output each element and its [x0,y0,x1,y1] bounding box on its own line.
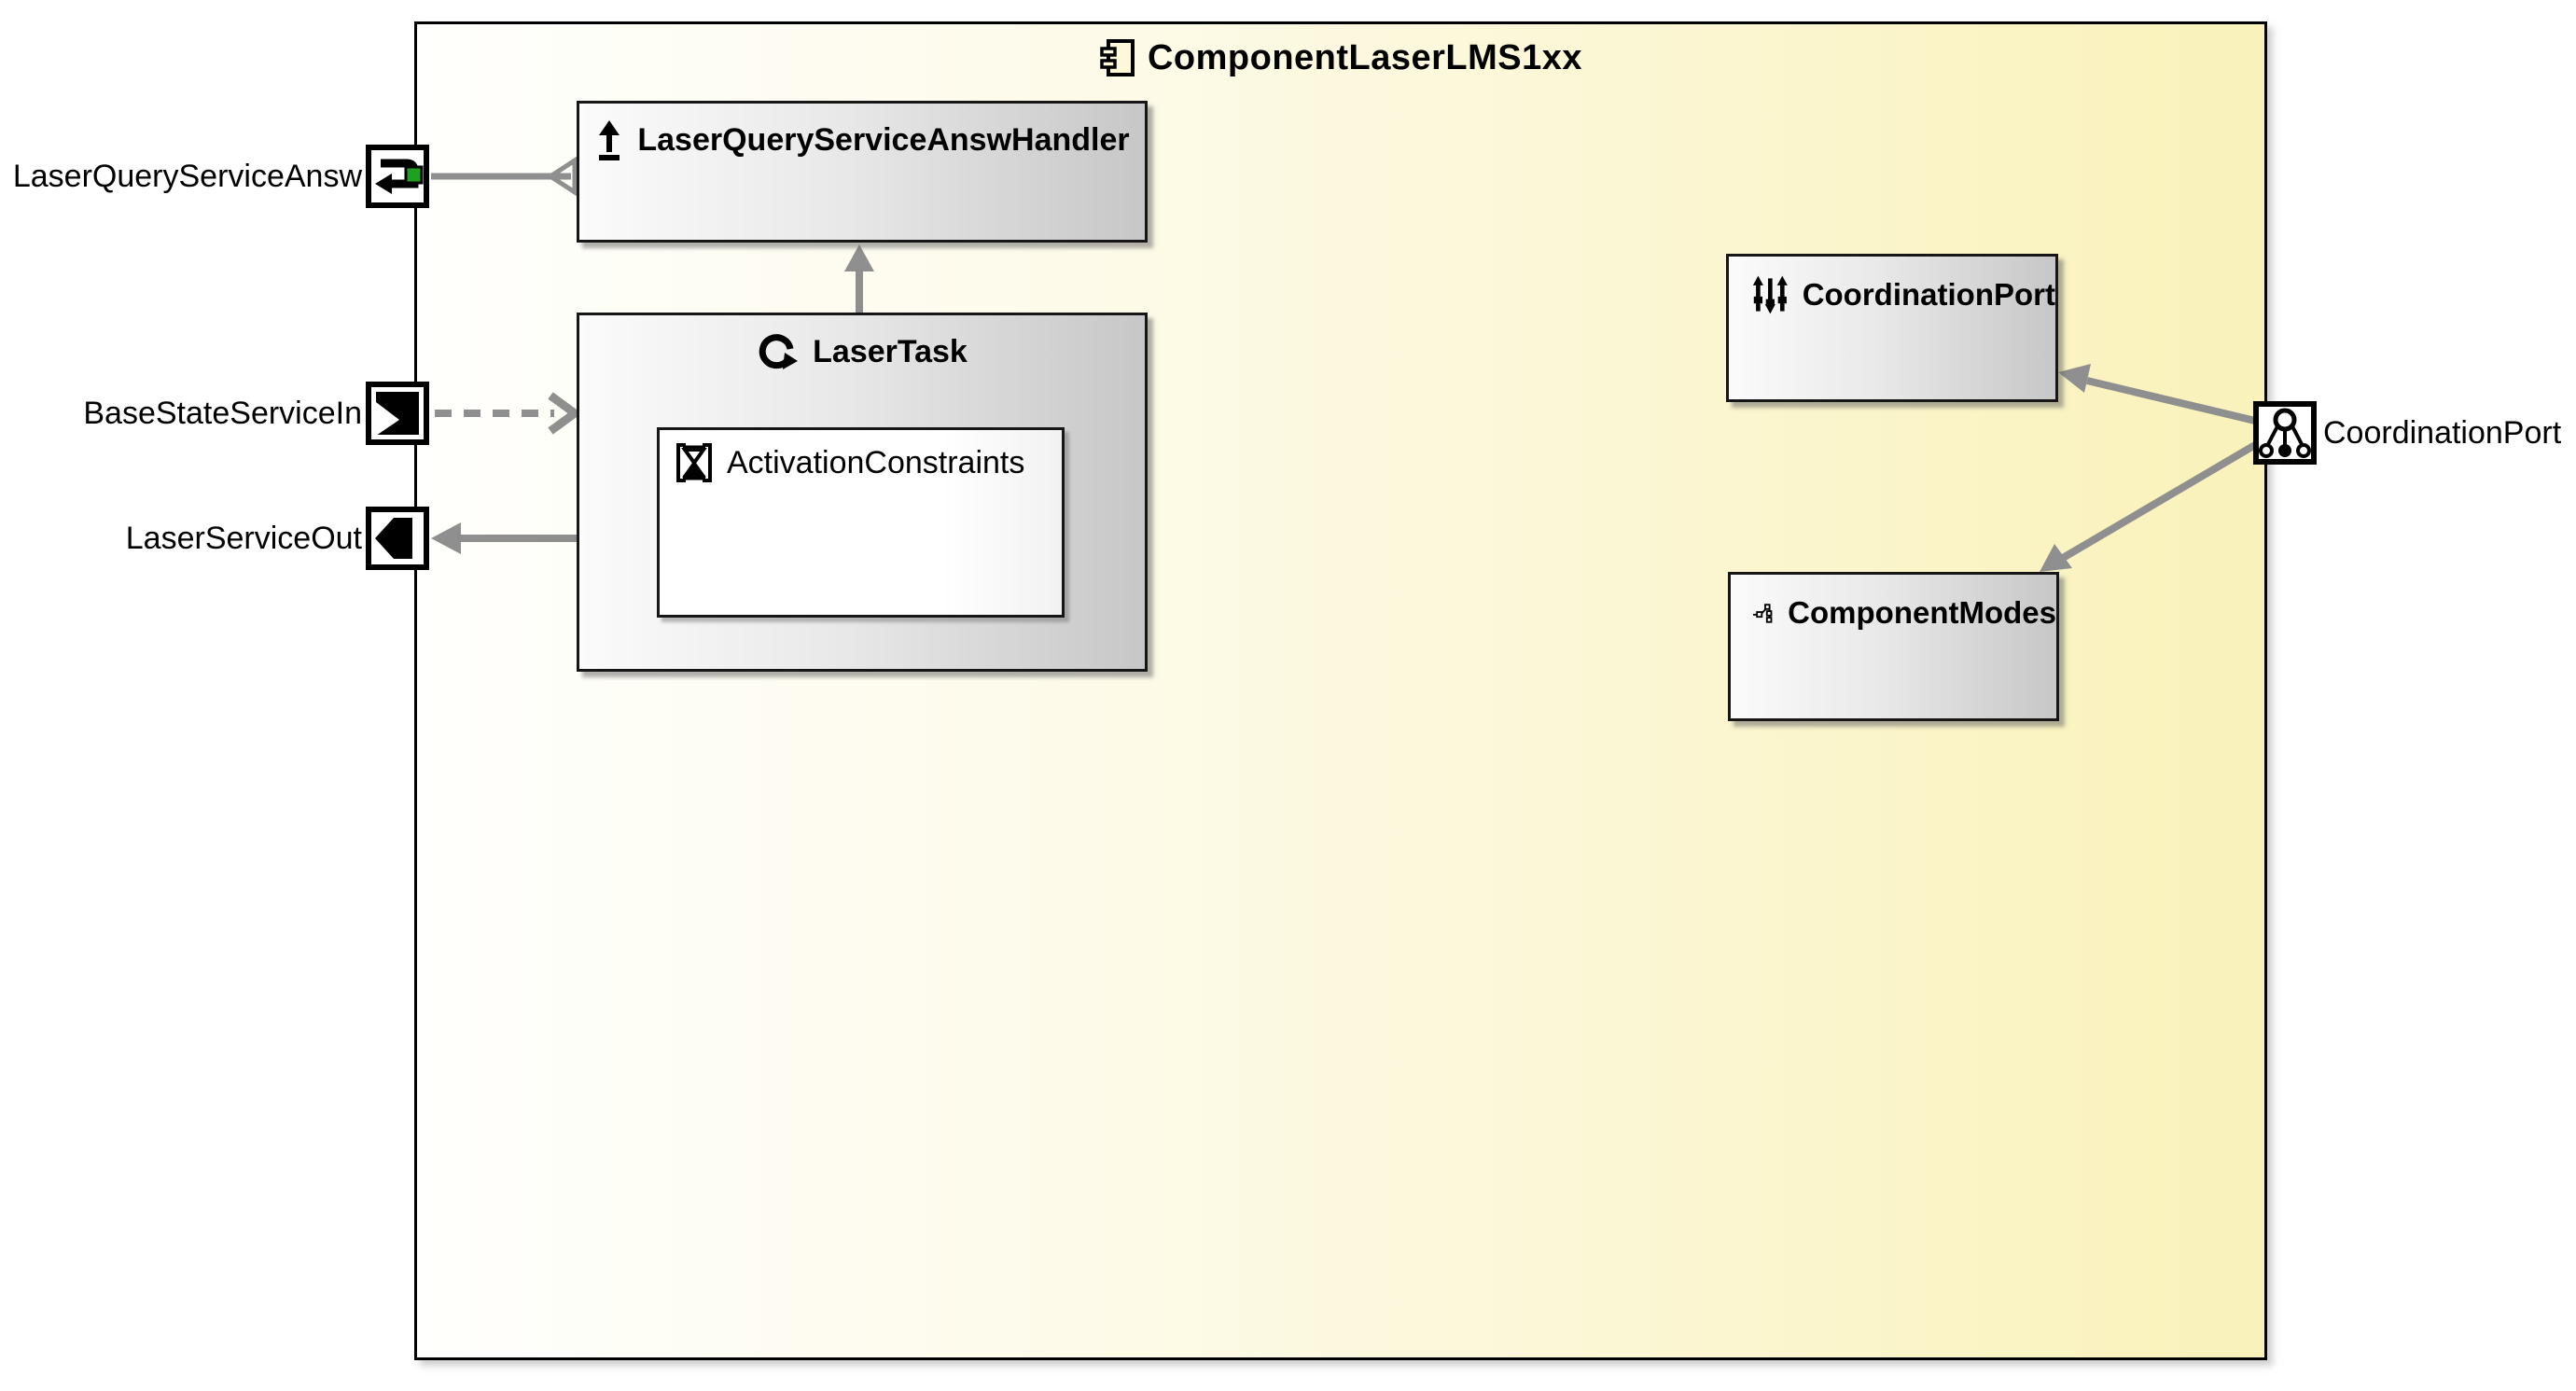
output-pentagon-arrow-icon [375,518,412,559]
port-label-laser-query-answ: LaserQueryServiceAnsw [12,159,362,194]
coordination-tree-icon [2259,408,2311,458]
green-provided-marker [404,165,424,185]
block-label: ActivationConstraints [727,444,1025,480]
block-label: CoordinationPort [1802,277,2055,312]
block-component-modes[interactable]: ComponentModes [1728,572,2059,721]
port-coordination-master[interactable] [2253,401,2317,465]
hourglass-icon [676,443,712,482]
port-label-base-state-in: BaseStateServiceIn [83,396,362,431]
block-label: ComponentModes [1788,595,2056,630]
port-label-coordination: CoordinationPort [2323,415,2562,451]
block-label: LaserQueryServiceAnswHandler [637,121,1130,158]
block-label: LaserTask [813,333,968,369]
block-laser-query-answ-handler[interactable]: LaserQueryServiceAnswHandler [577,101,1148,243]
handler-up-arrow-icon [599,120,620,160]
modes-tree-icon [1753,604,1773,623]
block-activation-constraints[interactable]: ActivationConstraints [657,427,1065,618]
block-coordination-port[interactable]: CoordinationPort [1726,254,2058,402]
port-laser-query-answ[interactable] [366,145,429,208]
component-title: ComponentLaserLMS1xx [1147,37,1583,77]
port-label-laser-out: LaserServiceOut [125,521,362,556]
component-title-row: ComponentLaserLMS1xx [414,34,2267,82]
input-flag-icon [371,387,424,439]
answer-return-arrow-icon [375,159,424,194]
uml-component-icon [1100,39,1135,77]
port-laser-out[interactable] [366,507,429,570]
sliders-icon [1752,275,1788,314]
port-base-state-in[interactable] [366,382,429,445]
task-loop-arrow-icon [759,334,799,369]
